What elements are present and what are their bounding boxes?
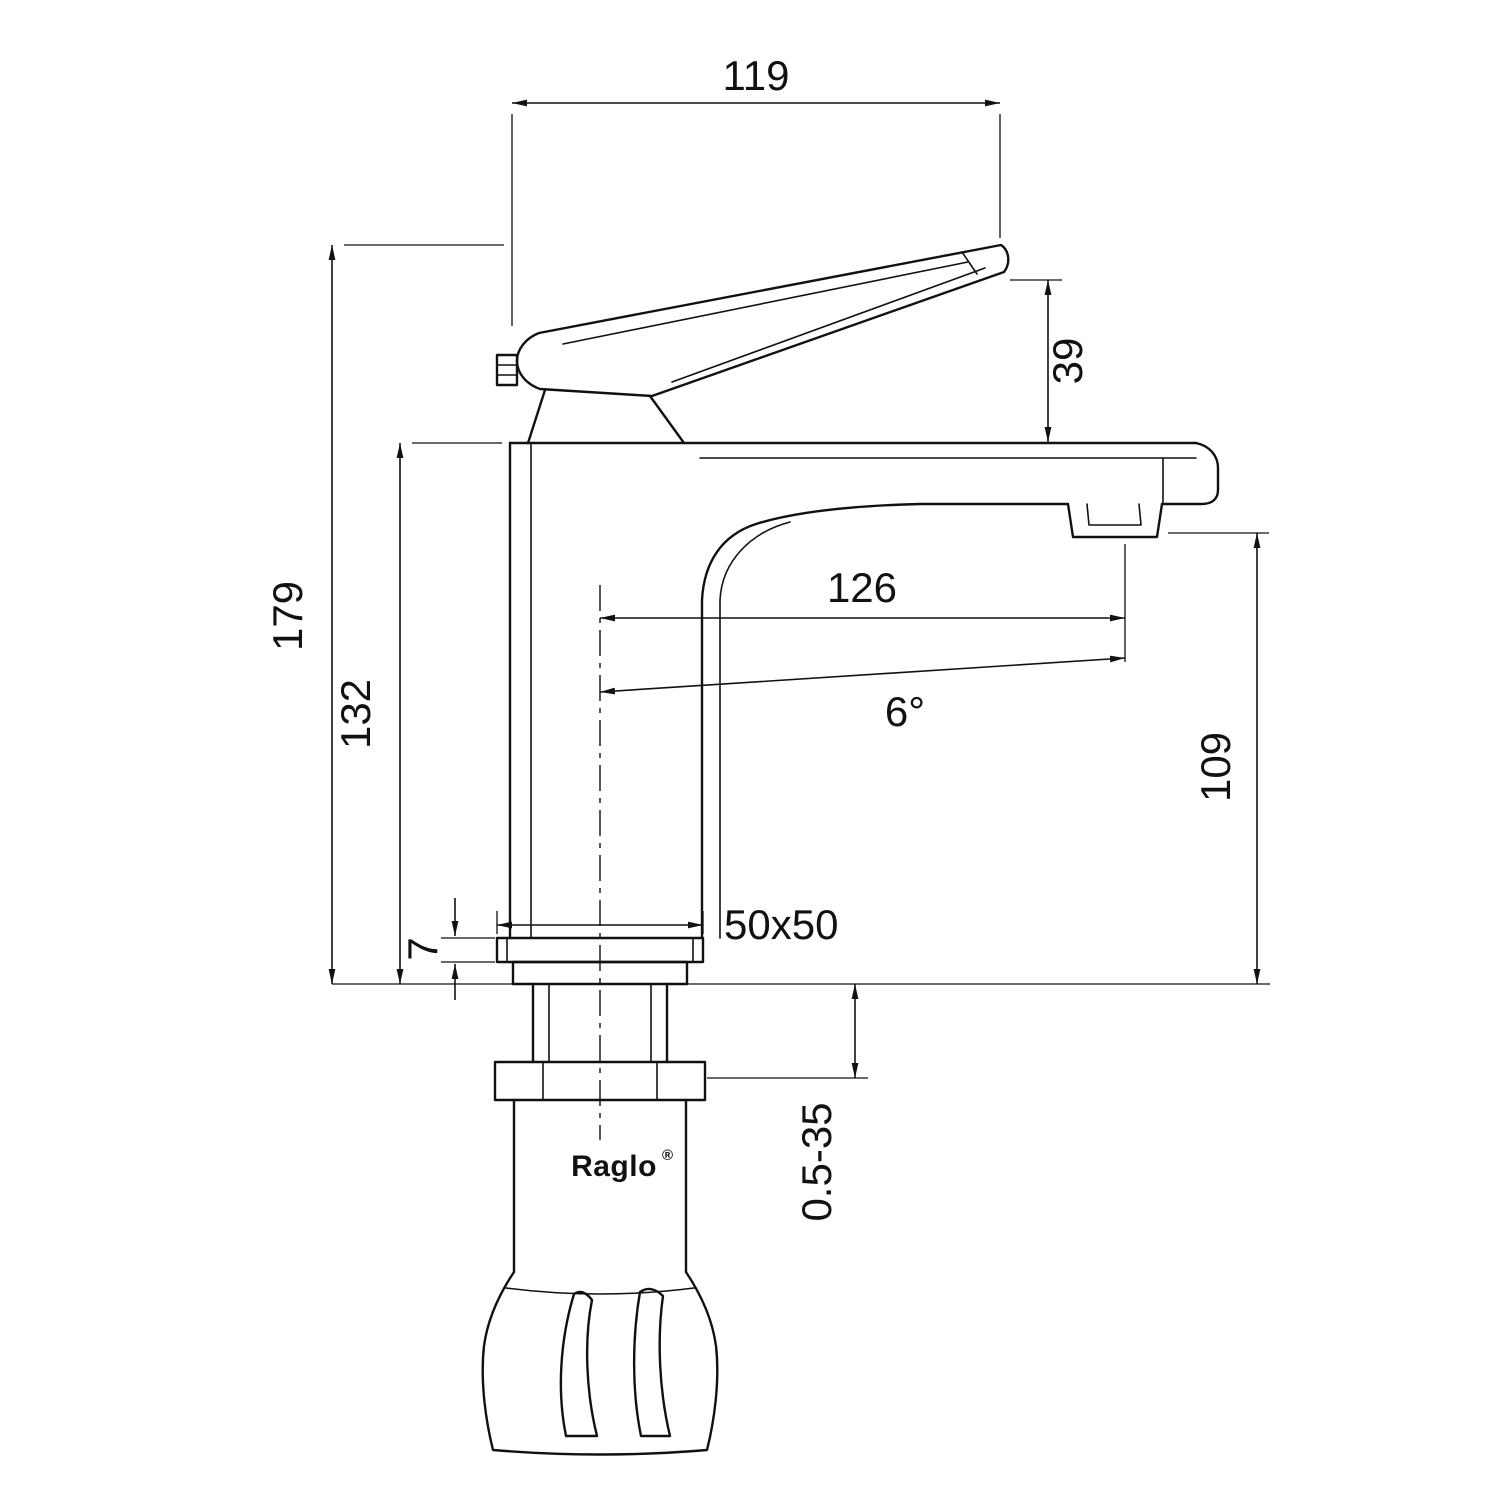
neck-right-edge — [648, 394, 686, 445]
handle-tip-line — [961, 251, 978, 275]
aerator-outline — [1066, 502, 1164, 539]
dimension-labels-group: 119 179 132 39 126 6° 109 50x50 7 0.5-35… — [264, 52, 1239, 1222]
dim-text-body-height: 132 — [332, 679, 379, 749]
handle-inner-line — [562, 261, 969, 345]
dim-text-spout-reach: 126 — [827, 564, 897, 611]
skirt-top-inner-line — [505, 1287, 695, 1295]
dim-text-outlet-height: 109 — [1192, 732, 1239, 802]
spout-underside-edge — [700, 502, 1070, 940]
brand-logo-text: Raglo — [571, 1150, 657, 1183]
handle-screw — [495, 353, 519, 387]
dim-text-base-plate: 50x50 — [724, 901, 838, 948]
dim-text-spout-angle: 6° — [885, 688, 925, 735]
dim-line-spout-angle — [599, 655, 1126, 695]
aerator-inner-detail — [1086, 503, 1142, 526]
spout-end-edge — [1160, 441, 1220, 506]
dim-text-overall-height: 179 — [264, 581, 311, 651]
dimension-lines-group — [328, 99, 1270, 1079]
spout-underside-inner-line — [719, 521, 791, 939]
dim-text-top-width: 119 — [723, 52, 790, 99]
brand-registered-mark: ® — [662, 1147, 673, 1164]
dim-text-plate-thickness: 7 — [399, 937, 446, 960]
handle-lever-outline — [515, 243, 1010, 398]
handle-chamfer-line — [671, 267, 986, 383]
dim-text-handle-rise: 39 — [1044, 338, 1091, 385]
neck-left-edge — [526, 388, 547, 445]
skirt-petal-left — [559, 1290, 599, 1438]
dim-text-mounting-range: 0.5-35 — [793, 1102, 840, 1221]
skirt-outline — [481, 1270, 719, 1456]
skirt-petal-right — [632, 1287, 672, 1438]
faucet-outline-group — [481, 243, 1220, 1456]
